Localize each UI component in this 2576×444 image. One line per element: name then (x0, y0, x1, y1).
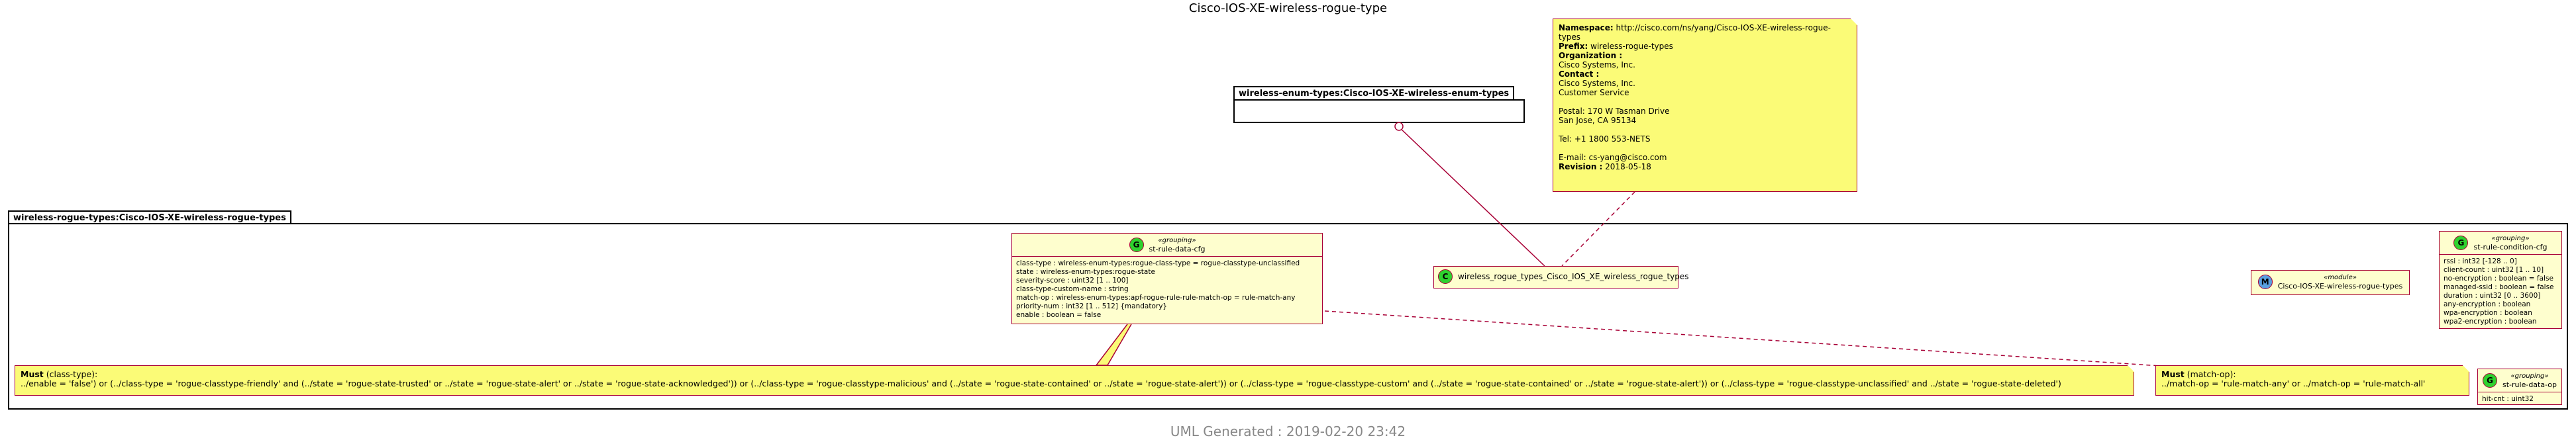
contact-line: E-mail: cs-yang@cisco.com (1559, 153, 1667, 162)
grouping-name: st-rule-data-op (2502, 380, 2557, 389)
namespace-value: http://cisco.com/ns/yang/Cisco-IOS-XE-wi… (1559, 23, 1831, 42)
package-tab-rogue-types: wireless-rogue-types:Cisco-IOS-XE-wirele… (8, 210, 291, 224)
contact-line: Customer Service (1559, 88, 1629, 97)
must-expression: ../match-op = 'rule-match-any' or ../mat… (2161, 378, 2426, 388)
class-c-icon: C (1438, 269, 1453, 284)
grouping-g-icon: G (2483, 373, 2498, 388)
contact-line (1559, 144, 1851, 153)
note-anchor-class-type (1095, 324, 1132, 366)
module-stereotype: «module» (2324, 274, 2357, 281)
note-fold-icon (2128, 365, 2134, 372)
must-label: Must (2161, 369, 2185, 379)
module-m-icon: M (2257, 275, 2273, 289)
grouping-name: st-rule-data-cfg (1149, 245, 1206, 253)
import-line (1398, 126, 1545, 267)
note-fold-icon (2463, 365, 2469, 372)
attribute: state : wireless-enum-types:rogue-state (1016, 268, 1155, 276)
contact-line: Tel: +1 1800 553-NETS (1559, 134, 1651, 144)
grouping-attributes: class-type : wireless-enum-types:rogue-c… (1012, 257, 1322, 322)
grouping-header: G «grouping» st-rule-data-cfg (1012, 234, 1322, 257)
must-expression: ../enable = 'false') or (../class-type =… (21, 378, 2061, 388)
attribute: no-encryption : boolean = false (2444, 275, 2553, 283)
organization-value: Cisco Systems, Inc. (1559, 60, 1635, 69)
grouping-stereotype: «grouping» (1158, 237, 1196, 244)
grouping-st-rule-condition-cfg: G «grouping» st-rule-condition-cfg rssi … (2439, 231, 2562, 329)
contact-line (1559, 125, 1851, 134)
contact-line: Cisco Systems, Inc. (1559, 79, 1635, 88)
attribute: wpa-encryption : boolean (2444, 309, 2532, 317)
note-dash-module (1561, 191, 1635, 267)
grouping-attributes: rssi : int32 [-128 .. 0] client-count : … (2440, 255, 2561, 329)
attribute: class-type-custom-name : string (1016, 285, 1129, 293)
contact-line (1559, 97, 1851, 107)
contact-line: San Jose, CA 95134 (1559, 116, 1637, 125)
must-match-op-note: Must (match-op): ../match-op = 'rule-mat… (2155, 365, 2469, 396)
prefix-value: wireless-rogue-types (1590, 42, 1673, 51)
attribute: hit-cnt : uint32 (2482, 395, 2534, 403)
namespace-label: Namespace: (1559, 23, 1614, 32)
package-tab-enum-types: wireless-enum-types:Cisco-IOS-XE-wireles… (1233, 86, 1515, 100)
grouping-st-rule-data-cfg: G «grouping» st-rule-data-cfg class-type… (1011, 233, 1323, 324)
must-class-type-note: Must (class-type): ../enable = 'false') … (15, 365, 2134, 396)
module-class-name: wireless_rogue_types_Cisco_IOS_XE_wirele… (1458, 272, 1689, 281)
attribute: priority-num : int32 [1 .. 512] {mandato… (1016, 302, 1168, 310)
must-label: Must (21, 369, 44, 379)
footer-generated: UML Generated : 2019-02-20 23:42 (1170, 423, 1406, 439)
attribute: wpa2-encryption : boolean (2444, 318, 2537, 326)
attribute: match-op : wireless-enum-types:apf-rogue… (1016, 294, 1296, 302)
module-box: M «module» Cisco-IOS-XE-wireless-rogue-t… (2251, 270, 2410, 295)
attribute: duration : uint32 [0 .. 3600] (2444, 292, 2541, 300)
revision-label: Revision : (1559, 162, 1603, 171)
must-field: (class-type): (46, 369, 98, 379)
module-class-box: C wireless_rogue_types_Cisco_IOS_XE_wire… (1433, 266, 1689, 289)
note-fold-icon (1851, 19, 1857, 25)
grouping-stereotype: «grouping» (2491, 235, 2530, 242)
organization-label: Organization : (1559, 51, 1623, 60)
attribute: managed-ssid : boolean = false (2444, 283, 2554, 291)
grouping-g-icon: G (1129, 238, 1144, 252)
revision-value: 2018-05-18 (1605, 162, 1651, 171)
package-enum-types (1233, 99, 1525, 123)
note-dash-match-op (1324, 310, 2161, 367)
attribute: client-count : uint32 [1 .. 10] (2444, 266, 2544, 274)
prefix-label: Prefix: (1559, 42, 1588, 51)
attribute: enable : boolean = false (1016, 311, 1102, 319)
grouping-g-icon: G (2453, 236, 2469, 250)
import-circle (1394, 122, 1404, 131)
grouping-st-rule-data-op: G «grouping» st-rule-data-op hit-cnt : u… (2477, 369, 2562, 405)
attribute: class-type : wireless-enum-types:rogue-c… (1016, 259, 1300, 267)
contact-line: Postal: 170 W Tasman Drive (1559, 107, 1670, 116)
attribute: any-encryption : boolean (2444, 300, 2531, 308)
module-info-note: Namespace: http://cisco.com/ns/yang/Cisc… (1553, 19, 1857, 192)
attribute: severity-score : uint32 [1 .. 100] (1016, 277, 1129, 285)
grouping-name: st-rule-condition-cfg (2473, 243, 2548, 251)
attribute: rssi : int32 [-128 .. 0] (2444, 257, 2517, 265)
module-name: Cisco-IOS-XE-wireless-rogue-types (2277, 282, 2403, 290)
must-field: (match-op): (2187, 369, 2236, 379)
grouping-stereotype: «grouping» (2510, 373, 2549, 380)
contact-label: Contact : (1559, 69, 1600, 79)
diagram-title: Cisco-IOS-XE-wireless-rogue-type (1188, 1, 1388, 15)
